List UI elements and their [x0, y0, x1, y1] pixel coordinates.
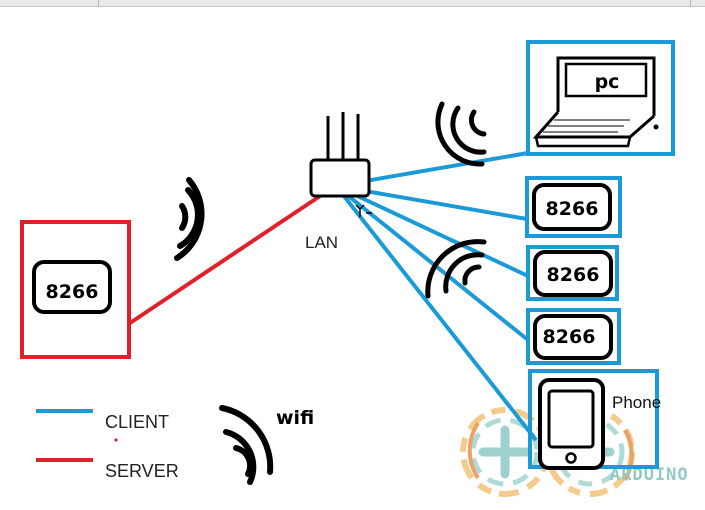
- chip-outline: [532, 183, 612, 231]
- pc-node: pc: [526, 40, 675, 156]
- chip-label: 8266: [543, 326, 596, 348]
- chip-label: 8266: [546, 198, 599, 220]
- client-frame: [526, 308, 621, 365]
- chip-outline: [32, 260, 112, 314]
- legend-client-label: CLIENT: [105, 412, 169, 432]
- chip-outline: [533, 250, 613, 297]
- wifi-signal-icon: [435, 101, 487, 167]
- chip-label: 8266: [547, 264, 600, 286]
- phone-home-button: [565, 452, 577, 464]
- arduino-wordmark: ARDUINO: [610, 465, 689, 485]
- wifi-signal-icon: [219, 405, 274, 485]
- arduino-watermark: ARDUINO: [460, 407, 689, 497]
- wifi-signal-icon: [174, 177, 205, 261]
- router-port-icon: [355, 204, 372, 217]
- wifi-label: wifi: [276, 407, 314, 429]
- client-frame: [526, 245, 619, 301]
- client-node-2: 8266: [526, 245, 619, 301]
- legend: CLIENT SERVER: [36, 409, 179, 481]
- wifi-signal-icon: [425, 239, 487, 299]
- laptop-screen: [564, 62, 648, 98]
- phone-label: Phone: [612, 393, 661, 412]
- laptop-dot: [653, 124, 659, 130]
- server-frame: [20, 220, 131, 359]
- legend-dot: [114, 438, 118, 442]
- server-link: [128, 184, 337, 325]
- laptop-base: [534, 136, 632, 148]
- router-label: LAN: [305, 233, 338, 252]
- client-link-phone: [334, 184, 538, 442]
- router: LAN: [305, 112, 372, 252]
- client-node-3: 8266: [526, 308, 621, 365]
- phone-node: Phone: [528, 369, 661, 470]
- strip-divider: [98, 0, 99, 6]
- client-node-1: 8266: [525, 176, 622, 238]
- router-body: [309, 158, 371, 198]
- chip-label: 8266: [46, 281, 99, 303]
- client-frame: [525, 176, 622, 238]
- strip-divider: [690, 0, 691, 6]
- client-link-chip-3: [334, 184, 530, 342]
- phone-screen: [547, 389, 595, 449]
- window-top-strip: [0, 0, 705, 7]
- pc-frame: [526, 40, 675, 156]
- legend-server-label: SERVER: [105, 461, 179, 481]
- chip-outline: [533, 314, 613, 360]
- server-node: 8266: [20, 220, 131, 359]
- client-link-chip-2: [335, 184, 529, 278]
- pc-label: pc: [595, 71, 620, 93]
